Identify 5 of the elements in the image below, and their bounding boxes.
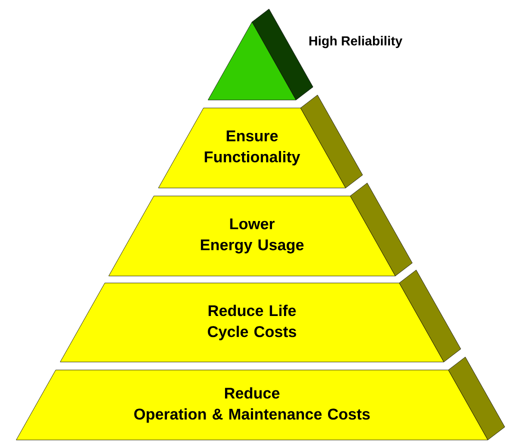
pyramid-band: Ensure Functionality [158, 94, 363, 188]
node-label: High Reliability [309, 36, 402, 48]
pyramid-band: Reduce Operation & Maintenance Costs [16, 356, 505, 440]
pyramid-band: Lower Energy Usage [108, 182, 412, 276]
pyramid-band: Reduce Life Cycle Costs [60, 270, 461, 362]
